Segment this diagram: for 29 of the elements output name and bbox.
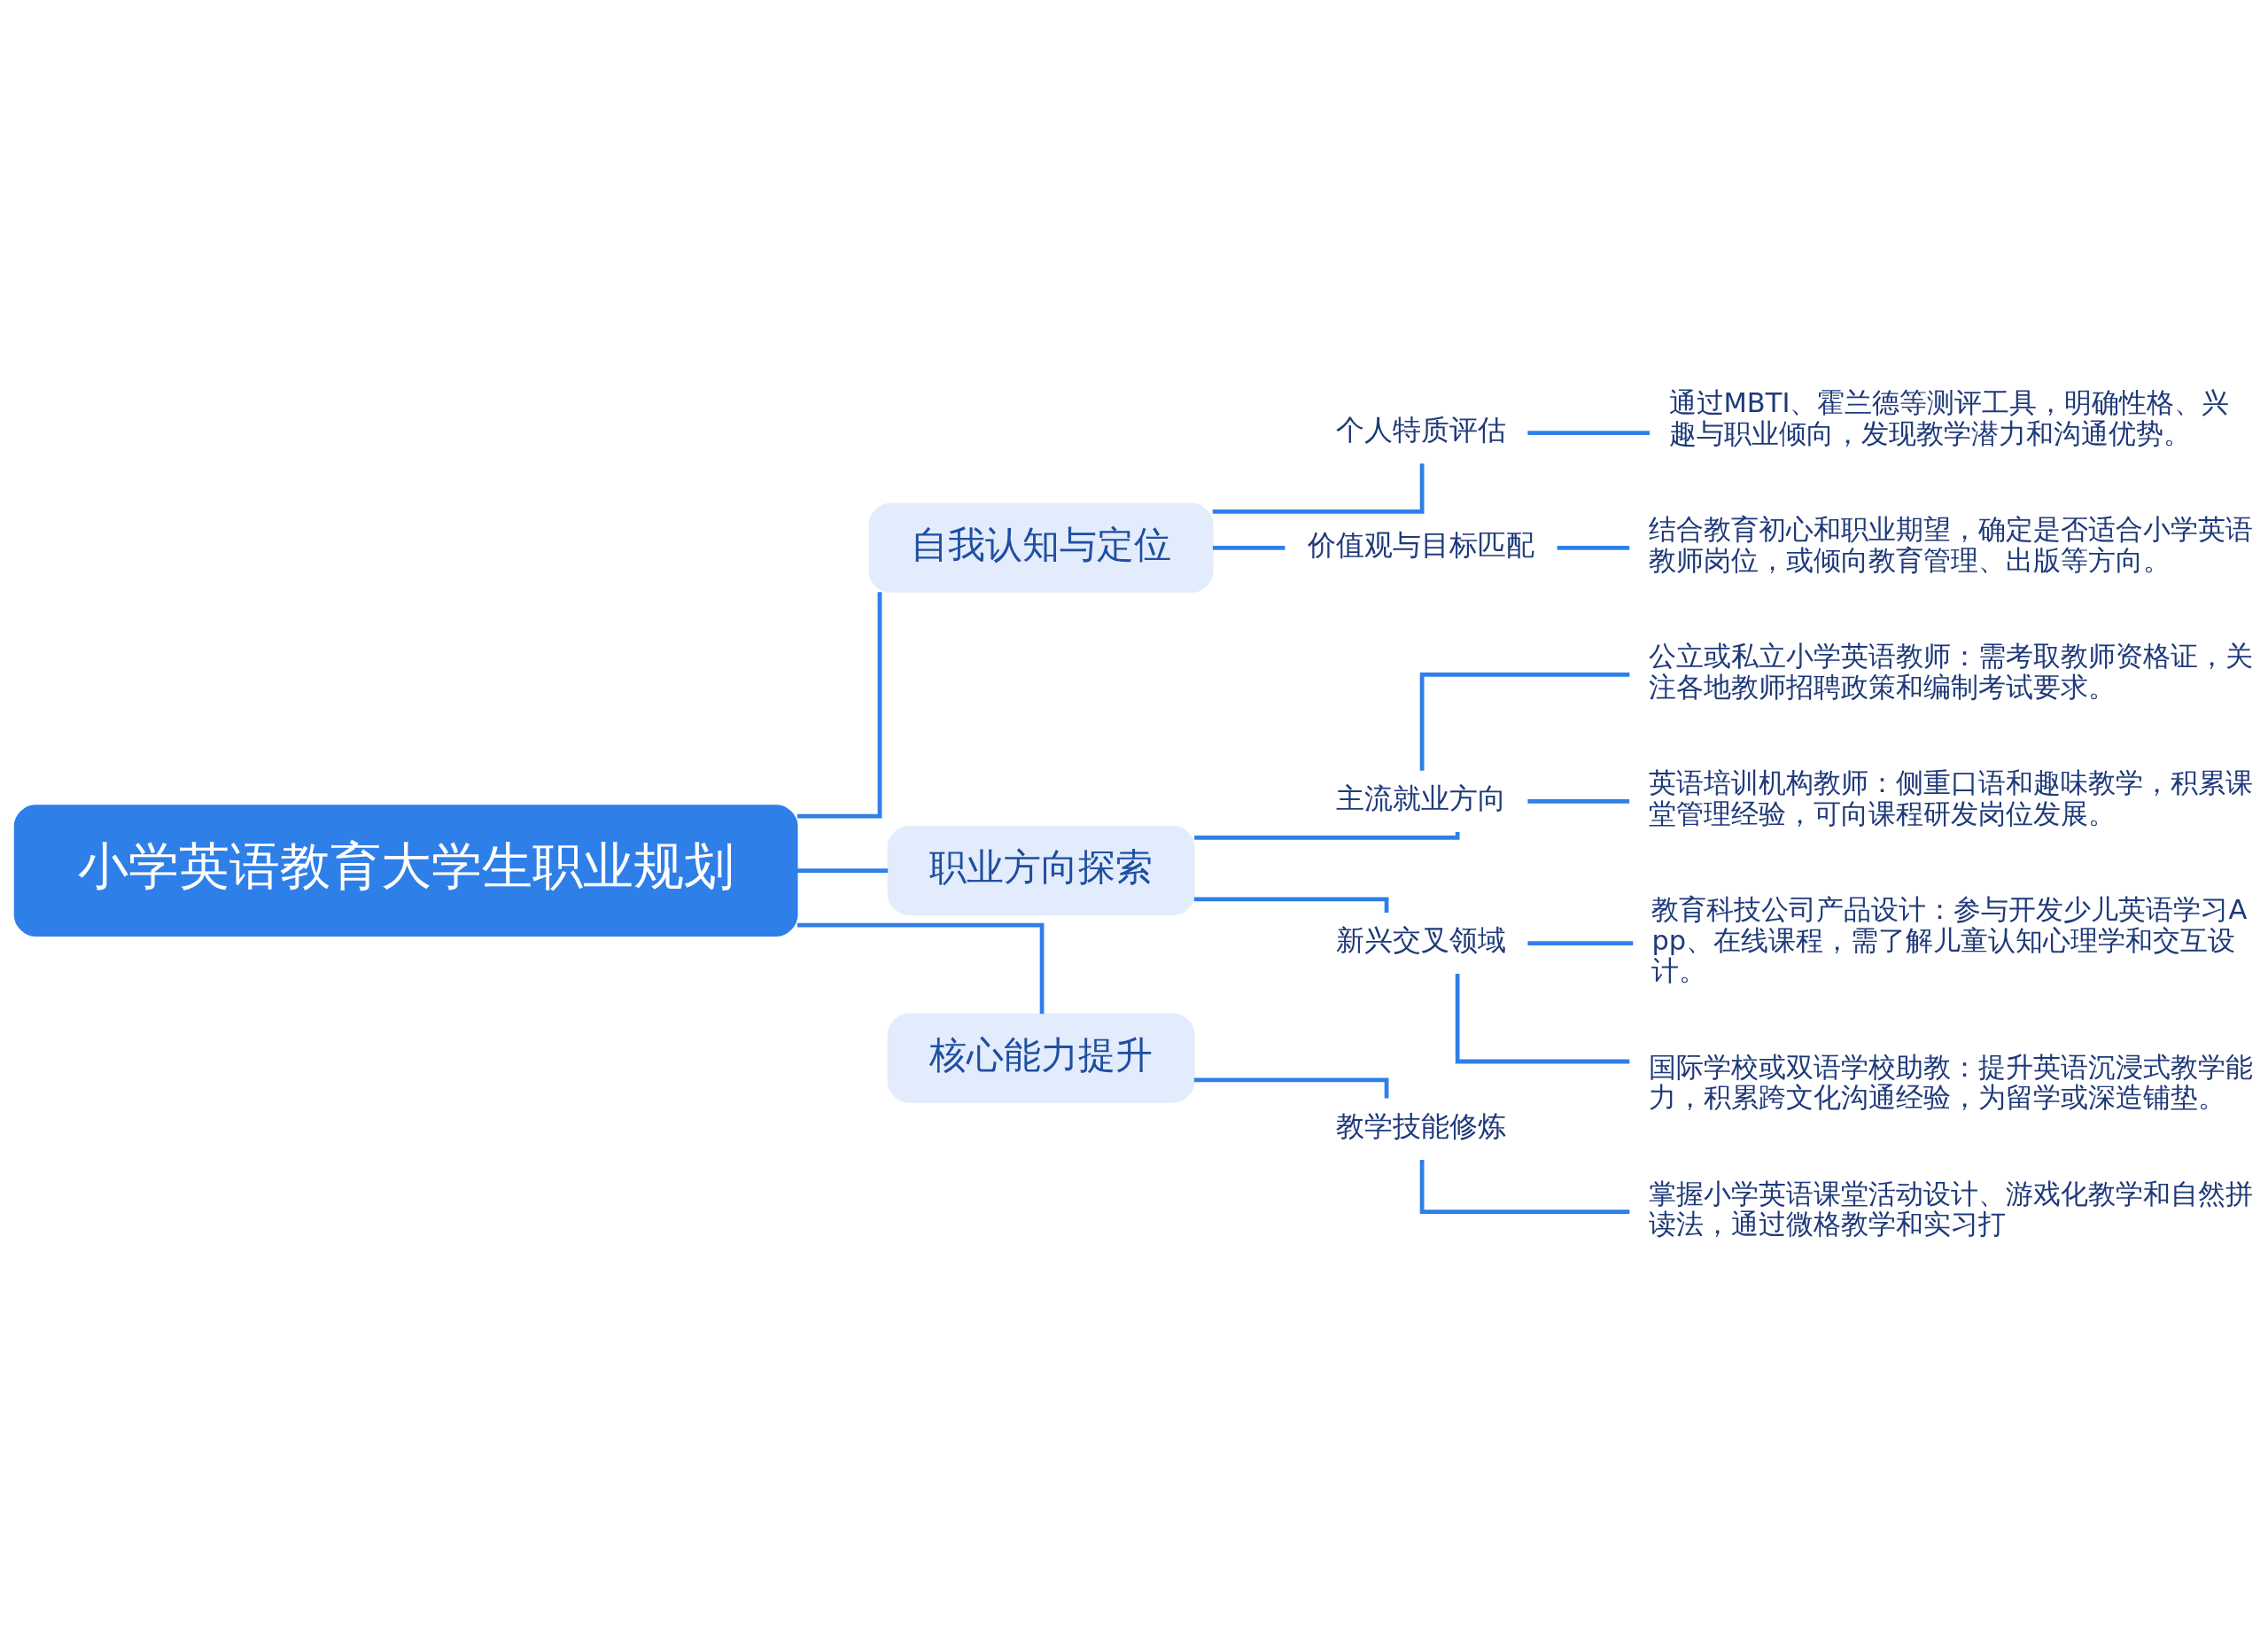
node-box: 职业方向探索 (887, 826, 1195, 916)
connector (797, 922, 1045, 1015)
node-text: 通过MBTI、霍兰德等测评工具，明确性格、兴趣与职业倾向，发现教学潜力和沟通优势。 (1668, 387, 2230, 449)
node-box: 小学英语教育大学生职业规划 (13, 805, 798, 937)
node-text: 教学技能修炼 (1336, 1109, 1507, 1144)
node-text: 个人特质评估 (1336, 413, 1507, 447)
node-box: 自我认知与定位 (868, 502, 1214, 593)
node-text: 结合教育初心和职业期望，确定是否适合小学英语教师岗位，或倾向教育管理、出版等方向。 (1648, 514, 2253, 576)
connector (796, 868, 889, 873)
connector (796, 592, 882, 819)
connector (1419, 672, 1630, 771)
node-text: 价值观与目标匹配 (1308, 528, 1535, 563)
node-text: 主流就业方向 (1336, 782, 1507, 816)
connector (1455, 973, 1630, 1064)
node-text: 公立或私立小学英语教师：需考取教师资格证，关注各地教师招聘政策和编制考试要求。 (1648, 641, 2253, 703)
node-text: 掌握小学英语课堂活动设计、游戏化教学和自然拼读法，通过微格教学和实习打 (1648, 1178, 2253, 1240)
connector (1527, 941, 1634, 945)
connector (1557, 545, 1630, 550)
connector (1527, 431, 1650, 436)
connector (1527, 798, 1630, 804)
node-text: 教育科技公司产品设计：参与开发少儿英语学习App、在线课程，需了解儿童认知心理学和交互设计。 (1651, 894, 2248, 987)
node-box: 核心能力提升 (887, 1013, 1195, 1103)
node-text: 英语培训机构教师：侧重口语和趣味教学，积累课堂管理经验，可向课程研发岗位发展。 (1648, 767, 2253, 829)
connector (1212, 545, 1285, 550)
node-text: 新兴交叉领域 (1336, 923, 1507, 958)
connector (1419, 1160, 1630, 1215)
connector (1212, 463, 1425, 514)
connector (1194, 831, 1460, 840)
node-text: 国际学校或双语学校助教：提升英语沉浸式教学能力，积累跨文化沟通经验，为留学或深造铺垫。 (1648, 1051, 2253, 1114)
